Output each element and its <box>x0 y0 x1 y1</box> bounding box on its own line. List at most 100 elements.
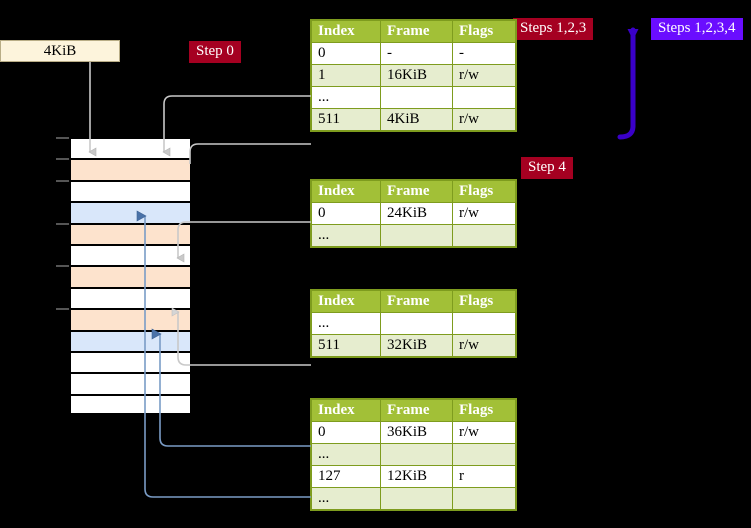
table-cell-index: 511 <box>311 334 381 357</box>
table-cell-index: ... <box>311 224 381 247</box>
table-cell-frame <box>380 312 453 335</box>
table-cell-flags <box>452 312 516 335</box>
memory-frame-row <box>71 393 190 416</box>
table-cell-frame: 4KiB <box>380 108 453 131</box>
table-cell-flags: r/w <box>452 334 516 357</box>
badge-step-0-label: Step 0 <box>196 43 234 59</box>
column-header-flags: Flags <box>452 399 516 422</box>
memory-grid-tick <box>56 222 69 225</box>
table-cell-index: 0 <box>311 42 381 65</box>
column-header-index: Index <box>311 180 381 203</box>
table-row: ... <box>311 443 516 466</box>
badge-step-0: Step 0 <box>189 41 241 63</box>
table-header-row: Index Frame Flags <box>311 20 516 43</box>
table-cell-flags: r <box>452 465 516 488</box>
table-cell-flags: r/w <box>452 64 516 87</box>
memory-frame-row <box>71 179 190 202</box>
memory-frame-row <box>71 244 190 266</box>
table-cell-frame: 16KiB <box>380 64 453 87</box>
table-cell-frame <box>380 443 453 466</box>
arrow-steps-1-2-3-4-bracket <box>617 27 639 140</box>
table-cell-flags: r/w <box>452 421 516 444</box>
table-cell-flags <box>452 86 516 109</box>
memory-grid-tick <box>56 308 69 311</box>
column-header-flags: Flags <box>452 290 516 313</box>
page-box-label: 4KiB <box>43 42 77 59</box>
table-row: ... <box>311 487 516 510</box>
page-box-4kib: 4KiB <box>0 40 120 62</box>
column-header-flags: Flags <box>452 180 516 203</box>
table-row: ... <box>311 86 516 109</box>
memory-frame-row <box>71 201 190 223</box>
connector-pdpt-row0-to-memory <box>178 221 311 258</box>
table-row: ... <box>311 312 516 335</box>
badge-steps-1-2-3: Steps 1,2,3 <box>513 18 594 40</box>
badge-steps-1-2-3-4-label: Steps 1,2,3,4 <box>658 20 736 36</box>
column-header-index: Index <box>311 20 381 43</box>
table-cell-flags: r/w <box>452 108 516 131</box>
table-cell-flags: - <box>452 42 516 65</box>
column-header-frame: Frame <box>380 180 453 203</box>
table-cell-index: ... <box>311 487 381 510</box>
badge-step-4-label: Step 4 <box>528 159 566 175</box>
memory-frame-row <box>71 158 190 180</box>
memory-grid-tick <box>56 265 69 268</box>
column-header-index: Index <box>311 399 381 422</box>
table-row: 0-- <box>311 42 516 65</box>
memory-frame-row <box>71 329 190 351</box>
table-cell-flags <box>452 487 516 510</box>
table-cell-frame <box>380 224 453 247</box>
table-cell-index: 511 <box>311 108 381 131</box>
badge-steps-1-2-3-4: Steps 1,2,3,4 <box>651 18 743 40</box>
table-cell-index: 127 <box>311 465 381 488</box>
memory-grid-tick <box>56 179 69 182</box>
memory-frame-row <box>71 265 190 287</box>
table-cell-frame <box>380 487 453 510</box>
memory-frame-row <box>71 222 190 244</box>
table-cell-frame <box>380 86 453 109</box>
table-header-row: Index Frame Flags <box>311 399 516 422</box>
table-cell-flags: r/w <box>452 202 516 225</box>
table-cell-index: ... <box>311 312 381 335</box>
table-cell-frame: 36KiB <box>380 421 453 444</box>
memory-frame-row <box>71 286 190 309</box>
table-cell-index: 0 <box>311 421 381 444</box>
table-cell-flags <box>452 443 516 466</box>
connector-pd-row511-to-memory <box>178 312 311 366</box>
connector-pml4-row511-to-memory <box>189 143 311 164</box>
table-cell-index: 0 <box>311 202 381 225</box>
column-header-index: Index <box>311 290 381 313</box>
column-header-flags: Flags <box>452 20 516 43</box>
table-header-row: Index Frame Flags <box>311 290 516 313</box>
badge-step-4: Step 4 <box>521 157 573 179</box>
table-cell-index: 1 <box>311 64 381 87</box>
table-cell-frame: 12KiB <box>380 465 453 488</box>
column-header-frame: Frame <box>380 290 453 313</box>
memory-frame-row <box>71 137 190 159</box>
table-header-row: Index Frame Flags <box>311 180 516 203</box>
memory-frame-row <box>71 308 190 330</box>
table-cell-frame: - <box>380 42 453 65</box>
column-header-frame: Frame <box>380 399 453 422</box>
table-row: ... <box>311 224 516 247</box>
column-header-frame: Frame <box>380 20 453 43</box>
table-cell-frame: 32KiB <box>380 334 453 357</box>
memory-grid-tick <box>56 137 69 139</box>
table-cell-index: ... <box>311 86 381 109</box>
memory-frame-row <box>71 351 190 373</box>
